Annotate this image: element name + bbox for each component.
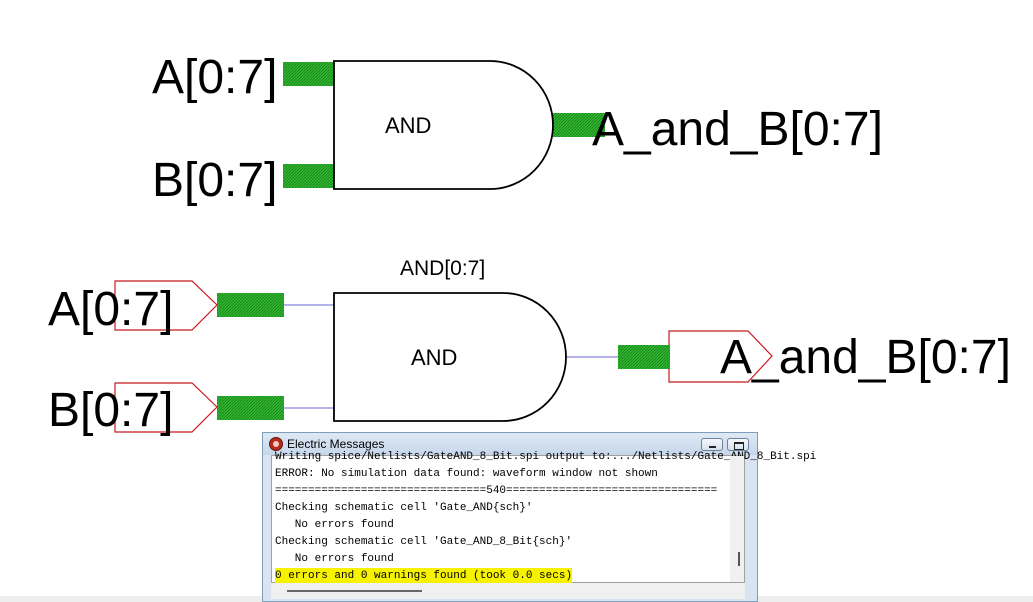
messages-titlebar[interactable]: Electric Messages xyxy=(263,433,757,455)
output-label-top: A_and_B[0:7] xyxy=(592,103,883,156)
bus-wire-a-top[interactable] xyxy=(283,62,335,86)
log-line: No errors found xyxy=(275,519,394,531)
input-label-b-bottom: B[0:7] xyxy=(48,384,173,437)
bottom-schematic: AND[0:7] AND A[0:7] B[0:7] A_and_B[0:7] xyxy=(48,257,1011,437)
log-line: No errors found xyxy=(275,553,394,565)
and-gate-top[interactable] xyxy=(333,60,554,190)
bus-wire-out-bottom[interactable] xyxy=(618,345,670,369)
top-schematic: AND A[0:7] B[0:7] A_and_B[0:7] xyxy=(152,51,883,207)
output-port[interactable] xyxy=(668,330,773,383)
bus-wire-b-top[interactable] xyxy=(283,164,335,188)
instance-name-label: AND[0:7] xyxy=(400,257,485,280)
output-label-bottom: A_and_B[0:7] xyxy=(720,331,1011,384)
log-line: Checking schematic cell 'Gate_AND{sch}' xyxy=(275,502,533,514)
messages-window[interactable]: Electric Messages Writing spice/Netlists… xyxy=(262,432,816,602)
bus-wire-out-top[interactable] xyxy=(553,113,605,137)
horizontal-scroll-thumb[interactable] xyxy=(287,590,422,592)
input-port-b[interactable] xyxy=(114,382,218,433)
gate-label-bottom: AND xyxy=(411,345,457,370)
vertical-scrollbar[interactable] xyxy=(730,456,744,582)
log-line: ================================540=====… xyxy=(275,485,718,497)
minimize-button[interactable] xyxy=(701,438,723,451)
bus-wire-a-bottom[interactable] xyxy=(217,293,284,317)
log-line: ERROR: No simulation data found: wavefor… xyxy=(275,468,658,480)
and-gate-bottom[interactable] xyxy=(333,292,567,422)
maximize-button[interactable] xyxy=(727,438,749,451)
input-label-a-bottom: A[0:7] xyxy=(48,283,173,336)
log-line-summary: 0 errors and 0 warnings found (took 0.0 … xyxy=(275,568,573,585)
log-line: Writing spice/Netlists/GateAND_8_Bit.spi… xyxy=(275,451,817,463)
gate-label-top: AND xyxy=(385,113,431,138)
input-label-a-top: A[0:7] xyxy=(152,51,277,104)
bus-wire-b-bottom[interactable] xyxy=(217,396,284,420)
horizontal-scrollbar[interactable] xyxy=(271,583,745,599)
log-line: Checking schematic cell 'Gate_AND_8_Bit{… xyxy=(275,536,573,548)
input-label-b-top: B[0:7] xyxy=(152,154,277,207)
input-port-a[interactable] xyxy=(114,280,218,331)
messages-log[interactable]: Writing spice/Netlists/GateAND_8_Bit.spi… xyxy=(271,451,816,585)
electric-app-icon xyxy=(269,437,283,451)
vertical-scroll-thumb[interactable] xyxy=(738,552,740,566)
messages-window-title: Electric Messages xyxy=(287,437,385,451)
